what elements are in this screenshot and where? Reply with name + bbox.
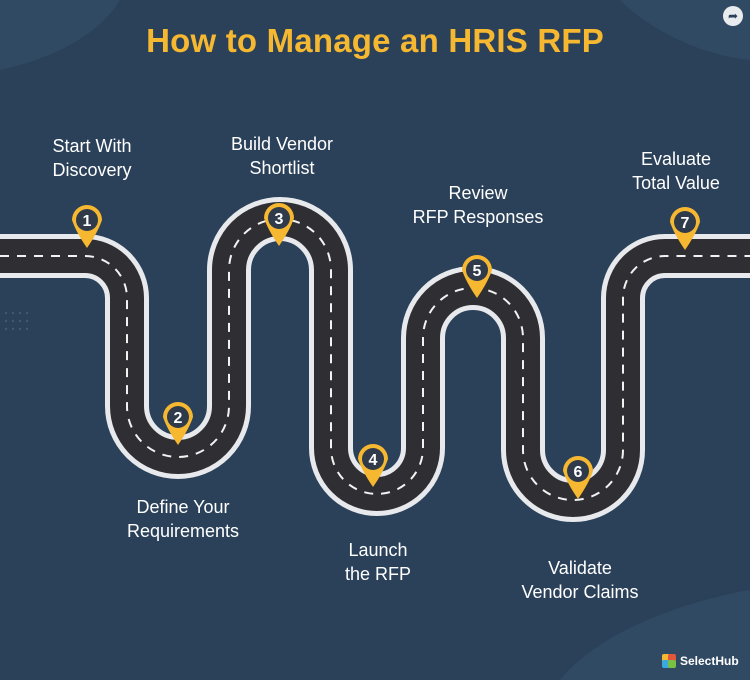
pin-2: 2	[163, 402, 193, 445]
pin-7: 7	[670, 207, 700, 250]
pin-7-number: 7	[681, 215, 690, 232]
lane-markings	[0, 218, 750, 501]
page-title: How to Manage an HRIS RFP	[146, 22, 604, 59]
share-icon[interactable]: ➦	[723, 6, 743, 26]
step-3-label: Build Vendor Shortlist	[212, 132, 352, 180]
bottom-right-blob	[560, 590, 750, 680]
step-1-label: Start With Discovery	[32, 134, 152, 182]
pin-2-number: 2	[174, 410, 183, 427]
step-7-line-1: Evaluate	[640, 149, 712, 169]
pin-4: 4	[358, 444, 388, 487]
step-3-line-2: Shortlist	[249, 158, 315, 178]
selecthub-logo-icon	[662, 654, 676, 668]
pin-5: 5	[462, 255, 492, 298]
brand-logo: SelectHub	[662, 654, 739, 668]
pin-3-number: 3	[275, 211, 284, 228]
pin-6: 6	[563, 456, 593, 499]
step-2-line-1: Define Your	[136, 497, 230, 517]
step-5-line-2: RFP Responses	[412, 207, 544, 227]
step-4-label: Launch the RFP	[318, 538, 438, 586]
step-5-line-1: Review	[448, 183, 508, 203]
top-left-blob	[0, 0, 120, 70]
step-6-line-1: Validate	[548, 558, 612, 578]
pin-1-number: 1	[83, 213, 92, 230]
top-right-blob	[620, 0, 750, 60]
brand-name: SelectHub	[680, 654, 739, 668]
pin-6-number: 6	[574, 464, 583, 481]
step-2-line-2: Requirements	[126, 521, 240, 541]
step-4-line-1: Launch	[348, 540, 408, 560]
step-3-line-1: Build Vendor	[230, 134, 334, 154]
step-7-line-2: Total Value	[632, 173, 720, 193]
dot-grid	[4, 311, 29, 331]
step-1-line-2: Discovery	[52, 160, 132, 180]
step-1-line-1: Start With	[52, 136, 132, 156]
step-7-label: Evaluate Total Value	[612, 147, 740, 195]
step-5-label: Review RFP Responses	[398, 181, 558, 229]
pin-3: 3	[264, 203, 294, 246]
step-6-label: Validate Vendor Claims	[505, 556, 655, 604]
step-4-line-2: the RFP	[344, 564, 412, 584]
pin-4-number: 4	[369, 452, 378, 469]
pin-1: 1	[72, 205, 102, 248]
step-2-label: Define Your Requirements	[103, 495, 263, 543]
pin-5-number: 5	[473, 263, 482, 280]
step-6-line-2: Vendor Claims	[521, 582, 639, 602]
